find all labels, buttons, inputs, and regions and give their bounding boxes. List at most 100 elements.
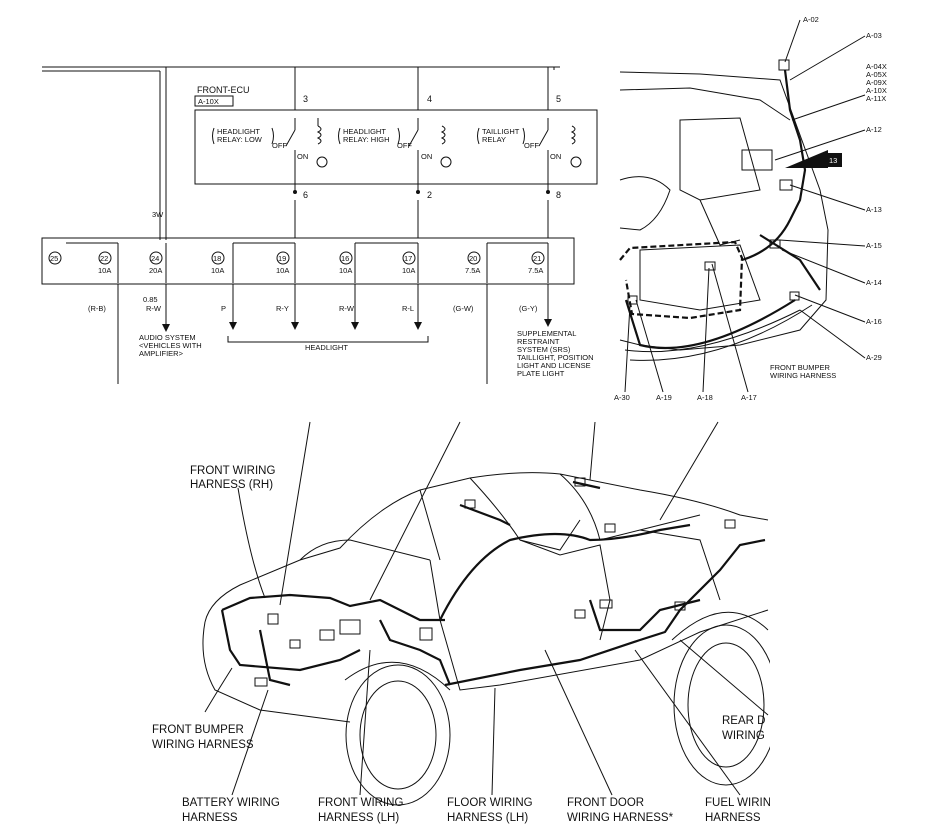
fuse-relay-schematic: FRONT-ECU A-10X HEADLIGHT RELAY: LOW 3 6…	[41, 66, 598, 384]
svg-text:7.5A: 7.5A	[465, 266, 480, 275]
wire-3w: 3W	[152, 210, 164, 219]
svg-text:A-17: A-17	[741, 393, 757, 402]
svg-text:ON: ON	[297, 152, 308, 161]
wire-color-rb: (R-B)	[88, 304, 106, 313]
label-battery-wiring: BATTERY WIRING HARNESS	[182, 797, 280, 824]
wire-color-gy: (G-Y)	[519, 304, 538, 313]
svg-text:A-30: A-30	[614, 393, 630, 402]
svg-text:21: 21	[533, 254, 541, 263]
label-floor-wiring: FLOOR WIRING HARNESS (LH)	[447, 797, 533, 824]
svg-text:AMPLIFIER>: AMPLIFIER>	[139, 349, 184, 358]
svg-text:13: 13	[829, 156, 837, 165]
label-front-bumper: FRONT BUMPER WIRING HARNESS	[152, 724, 254, 751]
svg-text:HEADLIGHT: HEADLIGHT	[343, 127, 386, 136]
svg-text:A-13: A-13	[866, 205, 882, 214]
badge-pointer	[785, 150, 828, 168]
svg-text:RELAY: RELAY	[482, 135, 506, 144]
front-ecu-box	[194, 109, 598, 185]
svg-text:24: 24	[151, 254, 159, 263]
svg-text:25: 25	[50, 254, 58, 263]
svg-text:FUEL WIRIN: FUEL WIRIN	[705, 797, 771, 809]
svg-text:A-16: A-16	[866, 317, 882, 326]
headlight-relay-high: HEADLIGHT RELAY: HIGH 4 2 OFF ON	[338, 94, 452, 200]
front-ecu-code: A-10X	[198, 97, 219, 106]
svg-text:20A: 20A	[149, 266, 162, 275]
label-rear-door-wiring: REAR D WIRING	[722, 715, 765, 742]
svg-text:RELAY: HIGH: RELAY: HIGH	[343, 135, 390, 144]
svg-text:FRONT DOOR: FRONT DOOR	[567, 797, 644, 809]
wire-size: 0.85	[143, 295, 158, 304]
pin-3: 3	[303, 94, 308, 104]
label-front-wiring-rh: FRONT WIRING HARNESS (RH)	[190, 465, 275, 491]
svg-text:<VEHICLES WITH: <VEHICLES WITH	[139, 341, 202, 350]
svg-text:A-10X: A-10X	[866, 86, 887, 95]
badge-13	[826, 153, 842, 167]
svg-text:REAR D: REAR D	[722, 715, 765, 727]
svg-text:A-03: A-03	[866, 31, 882, 40]
svg-text:AUDIO SYSTEM: AUDIO SYSTEM	[139, 333, 196, 342]
svg-text:10A: 10A	[98, 266, 111, 275]
svg-text:A-12: A-12	[866, 125, 882, 134]
svg-text:A-18: A-18	[697, 393, 713, 402]
svg-text:A-05X: A-05X	[866, 70, 887, 79]
svg-text:OFF: OFF	[397, 141, 412, 150]
pin-4: 4	[427, 94, 432, 104]
svg-text:HEADLIGHT: HEADLIGHT	[217, 127, 260, 136]
crop-mask	[770, 410, 929, 837]
fuse-21: 217.5A	[528, 243, 549, 283]
svg-text:HARNESS: HARNESS	[182, 812, 238, 824]
srs-note: SUPPLEMENTAL RESTRAINT SYSTEM (SRS) TAIL…	[517, 329, 594, 378]
svg-text:RELAY: LOW: RELAY: LOW	[217, 135, 263, 144]
svg-text:A-19: A-19	[656, 393, 672, 402]
svg-text:HARNESS: HARNESS	[705, 812, 761, 824]
svg-text:ON: ON	[550, 152, 561, 161]
svg-text:22: 22	[100, 254, 108, 263]
svg-text:TAILLIGHT: TAILLIGHT	[482, 127, 520, 136]
svg-text:RESTRAINT: RESTRAINT	[517, 337, 560, 346]
svg-text:PLATE LIGHT: PLATE LIGHT	[517, 369, 565, 378]
svg-text:A-14: A-14	[866, 278, 882, 287]
svg-text:10A: 10A	[339, 266, 352, 275]
label-fuel-wiring: FUEL WIRIN HARNESS	[705, 797, 771, 824]
fuse-25: 25	[48, 251, 62, 265]
svg-text:FRONT WIRING: FRONT WIRING	[190, 465, 275, 477]
svg-text:A-15: A-15	[866, 241, 882, 250]
headlight-relay-low: HEADLIGHT RELAY: LOW 3 6 OFF ON	[212, 94, 328, 200]
svg-text:SYSTEM (SRS): SYSTEM (SRS)	[517, 345, 571, 354]
headlight-label: HEADLIGHT	[305, 343, 348, 352]
svg-text:HARNESS (LH): HARNESS (LH)	[447, 812, 528, 824]
taillight-relay: TAILLIGHT RELAY 5 8 OFF ON	[477, 94, 582, 200]
svg-text:10A: 10A	[211, 266, 224, 275]
svg-text:ON: ON	[421, 152, 432, 161]
svg-text:OFF: OFF	[272, 141, 287, 150]
pin-5: 5	[556, 94, 561, 104]
svg-text:FRONT WIRING: FRONT WIRING	[318, 797, 403, 809]
car-harness-illustration: FRONT WIRING HARNESS (RH) FRONT BUMPER W…	[152, 421, 779, 824]
svg-text:WIRING HARNESS*: WIRING HARNESS*	[567, 812, 674, 824]
label-front-wiring-lh: FRONT WIRING HARNESS (LH)	[318, 797, 403, 824]
svg-text:A-29: A-29	[866, 353, 882, 362]
svg-text:20: 20	[469, 254, 477, 263]
wire-color-rw-1: R-W	[146, 304, 162, 313]
svg-text:A-09X: A-09X	[866, 78, 887, 87]
svg-text:LIGHT AND LICENSE: LIGHT AND LICENSE	[517, 361, 591, 370]
svg-text:18: 18	[213, 254, 221, 263]
pin-6: 6	[303, 190, 308, 200]
fuse-20: 20 7.5A	[465, 243, 488, 283]
front-ecu-label: FRONT-ECU	[197, 85, 250, 95]
svg-text:WIRING HARNESS: WIRING HARNESS	[152, 739, 254, 751]
wire-color-rl: R-L	[402, 304, 414, 313]
svg-text:HARNESS (RH): HARNESS (RH)	[190, 479, 273, 491]
wire-color-gw: (G-W)	[453, 304, 474, 313]
wire-color-ry: R-Y	[276, 304, 289, 313]
svg-text:A-02: A-02	[803, 15, 819, 24]
wire-color-p: P	[221, 304, 226, 313]
svg-text:FRONT BUMPER: FRONT BUMPER	[152, 724, 244, 736]
wire-color-rw-2: R-W	[339, 304, 355, 313]
svg-text:10A: 10A	[402, 266, 415, 275]
